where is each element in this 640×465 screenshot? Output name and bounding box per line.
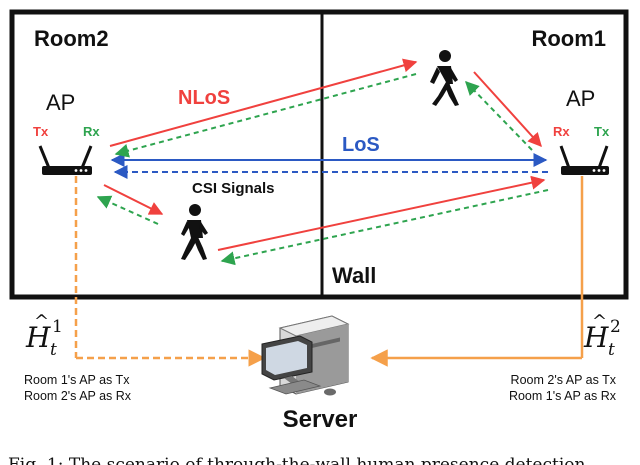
- csi-right-hat: ^: [592, 311, 607, 332]
- room1-label: Room1: [531, 26, 606, 51]
- csi-right-symbol: H: [583, 321, 609, 354]
- wifi-router-icon: [559, 145, 609, 175]
- nlos-return-ap-to-person2: [220, 189, 549, 266]
- nlos-return-ap-to-person1: [465, 80, 533, 151]
- csi-left-symbol: H: [25, 321, 51, 354]
- nlos-return-from-person1: [114, 73, 417, 158]
- csi-right-line1: Room 2's AP as Tx: [511, 373, 617, 387]
- wifi-router-icon: [38, 145, 93, 175]
- server-computer-icon: [261, 315, 350, 396]
- right-rx-label: Rx: [553, 124, 570, 139]
- server-label: Server: [283, 406, 358, 433]
- left-ap-label: AP: [46, 90, 75, 115]
- csi-right-sub: t: [608, 340, 615, 360]
- nlos-arrow-person1-to-ap: [473, 71, 542, 148]
- csi-left-line2: Room 2's AP as Rx: [24, 389, 132, 403]
- right-ap-label: AP: [566, 86, 595, 111]
- walking-person-icon: [430, 50, 459, 106]
- room2-label: Room2: [34, 26, 109, 51]
- csi-signals-label: CSI Signals: [192, 180, 275, 197]
- figure-caption: Fig. 1: The scenario of through-the-wall…: [8, 455, 586, 465]
- walking-person-icon: [181, 204, 208, 260]
- building-frame: [9, 9, 629, 300]
- csi-right-formula: H ^ t 2: [583, 311, 621, 360]
- right-access-point: AP Rx Tx: [553, 86, 610, 175]
- nlos-return-person2-to-ap: [96, 195, 159, 225]
- csi-left-line1: Room 1's AP as Tx: [24, 373, 130, 387]
- nlos-label: NLoS: [178, 87, 230, 109]
- csi-left-sub: t: [50, 340, 57, 360]
- csi-right-line2: Room 1's AP as Rx: [509, 389, 617, 403]
- nlos-arrow-to-person1: [109, 58, 418, 147]
- nlos-arrow-person2-to-ap: [217, 175, 546, 251]
- csi-left-formula: H ^ t 1: [25, 311, 63, 360]
- left-access-point: AP Tx Rx: [33, 90, 100, 175]
- left-rx-label: Rx: [83, 124, 100, 139]
- wall-label: Wall: [332, 263, 376, 288]
- left-tx-label: Tx: [33, 124, 49, 139]
- csi-left-sup: 1: [52, 317, 63, 337]
- right-tx-label: Tx: [594, 124, 610, 139]
- nlos-arrow-ap-to-person2: [103, 184, 164, 215]
- csi-left-hat: ^: [34, 311, 49, 332]
- los-label: LoS: [342, 134, 380, 156]
- csi-right-sup: 2: [610, 317, 621, 337]
